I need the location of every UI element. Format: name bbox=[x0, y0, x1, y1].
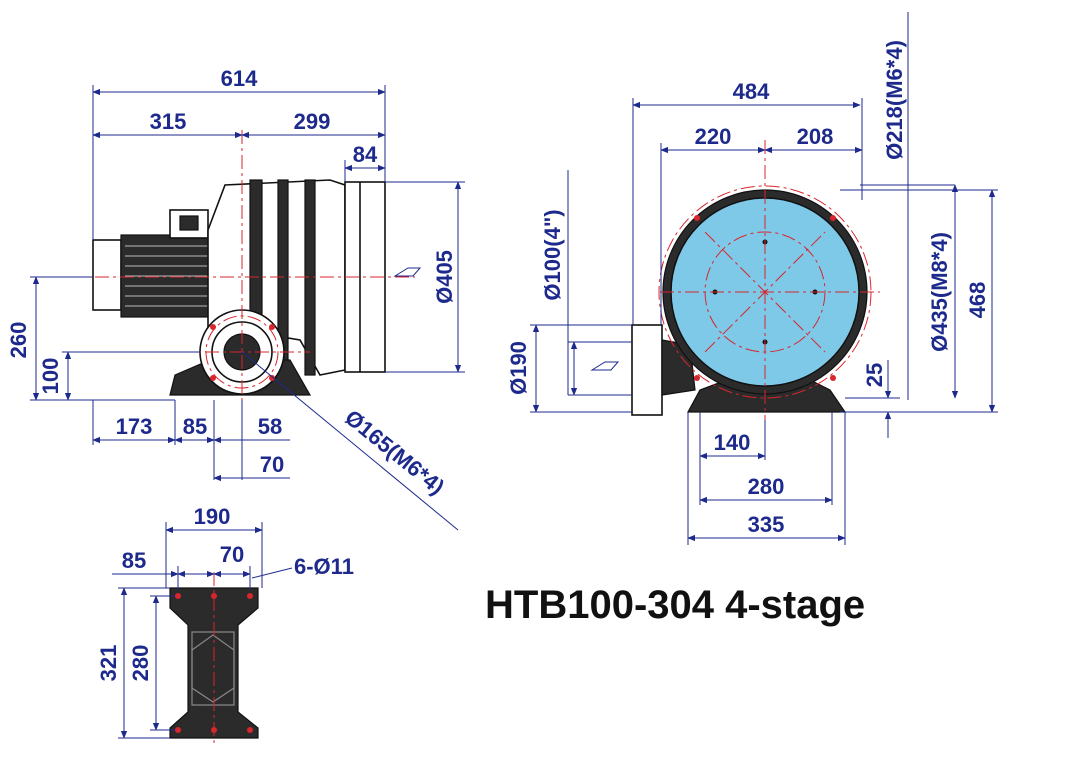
motor-fins bbox=[125, 245, 208, 307]
front-view: 484 220 208 Ø218(M6*4) Ø100(4") Ø190 Ø43… bbox=[506, 12, 998, 545]
dim-base-view-left-offset: 85 bbox=[122, 548, 146, 573]
base-view: 190 85 70 6-Ø11 321 280 bbox=[96, 504, 354, 745]
dim-outlet-diameter: Ø190 bbox=[506, 341, 531, 395]
dim-overall-length: 614 bbox=[221, 66, 258, 91]
dim-base-gap: 58 bbox=[258, 414, 282, 439]
dim-overall-height: 468 bbox=[965, 282, 990, 319]
dim-mount-span: 280 bbox=[748, 474, 785, 499]
dim-inlet-depth: 84 bbox=[353, 142, 378, 167]
dim-base-spacing: 70 bbox=[260, 452, 284, 477]
dim-base-offset: 173 bbox=[116, 414, 153, 439]
dim-outlet-height: 100 bbox=[38, 358, 63, 395]
dim-base-view-hole-spacing: 70 bbox=[220, 542, 244, 567]
dim-width-right: 208 bbox=[797, 124, 834, 149]
dim-length-right: 299 bbox=[294, 109, 331, 134]
dim-pipe-size: Ø100(4") bbox=[540, 209, 565, 300]
dim-width-left: 220 bbox=[695, 124, 732, 149]
dim-overall-width: 484 bbox=[733, 79, 770, 104]
dim-outlet-flange: Ø165(M6*4) bbox=[340, 405, 449, 500]
dim-bolt-circle: Ø435(M8*4) bbox=[927, 232, 952, 352]
dim-base-view-holes: 6-Ø11 bbox=[294, 554, 354, 579]
dim-half-span: 140 bbox=[714, 430, 751, 455]
dim-base-view-overall-length: 321 bbox=[96, 645, 121, 682]
dim-base-inner: 85 bbox=[183, 414, 207, 439]
dim-base-thickness: 25 bbox=[862, 363, 887, 387]
dim-base-view-mount-length: 280 bbox=[128, 645, 153, 682]
model-title: HTB100-304 4-stage bbox=[485, 583, 865, 627]
dim-housing-diameter: Ø405 bbox=[432, 250, 457, 304]
dim-inlet-flange: Ø218(M6*4) bbox=[882, 40, 907, 160]
dim-shaft-height: 260 bbox=[6, 322, 31, 359]
dim-base-width: 335 bbox=[748, 512, 785, 537]
dim-length-left: 315 bbox=[150, 109, 187, 134]
side-view: 614 315 299 84 Ø405 260 100 173 85 58 70… bbox=[6, 66, 465, 531]
dim-base-view-width: 190 bbox=[194, 504, 231, 529]
